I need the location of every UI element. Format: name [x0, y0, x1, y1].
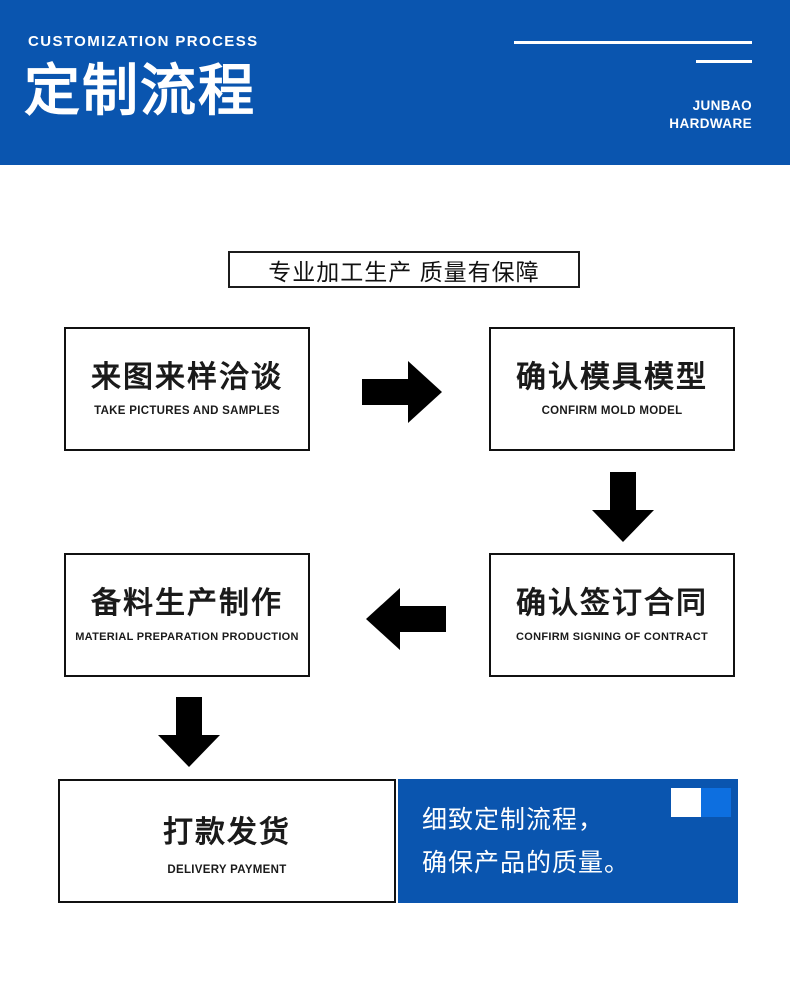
quality-banner-text: 专业加工生产 质量有保障 — [268, 258, 540, 285]
flow-step-3-subtitle: CONFIRM SIGNING OF CONTRACT — [515, 631, 709, 643]
flow-step-1-subtitle: TAKE PICTURES AND SAMPLES — [94, 405, 280, 417]
flow-step-3: 确认签订合同 CONFIRM SIGNING OF CONTRACT — [489, 553, 735, 677]
quality-banner: 专业加工生产 质量有保障 — [228, 251, 580, 288]
callout-text: 细致定制流程， 确保产品的质量。 — [422, 806, 631, 877]
flow-step-2-subtitle: CONFIRM MOLD MODEL — [541, 405, 683, 417]
decoration-square-white — [671, 788, 701, 817]
flow-step-5: 打款发货 DELIVERY PAYMENT — [58, 779, 396, 903]
decoration-square-blue — [701, 788, 731, 817]
flow-step-1: 来图来样洽谈 TAKE PICTURES AND SAMPLES — [64, 327, 310, 451]
flow-step-4: 备料生产制作 MATERIAL PREPARATION PRODUCTION — [64, 553, 310, 677]
arrow-down-icon — [158, 697, 220, 767]
flow-step-2-title: 确认模具模型 — [516, 361, 708, 394]
header-eyebrow: CUSTOMIZATION PROCESS — [28, 33, 259, 50]
flow-step-5-subtitle: DELIVERY PAYMENT — [167, 863, 287, 876]
arrow-left-icon — [366, 588, 446, 650]
flow-step-4-subtitle: MATERIAL PREPARATION PRODUCTION — [75, 631, 299, 643]
brand-name: JUNBAO HARDWARE — [669, 98, 752, 132]
header-rule-long — [514, 41, 752, 44]
flow-step-3-title: 确认签订合同 — [516, 587, 708, 620]
square-decoration-icon — [671, 788, 731, 817]
flow-step-2: 确认模具模型 CONFIRM MOLD MODEL — [489, 327, 735, 451]
page-title: 定制流程 — [24, 59, 256, 122]
page-header: CUSTOMIZATION PROCESS 定制流程 JUNBAO HARDWA… — [0, 0, 790, 165]
header-rule-short — [696, 60, 752, 63]
flow-step-4-title: 备料生产制作 — [91, 587, 283, 620]
arrow-down-icon — [592, 472, 654, 542]
flow-step-5-title: 打款发货 — [163, 815, 291, 849]
callout-panel: 细致定制流程， 确保产品的质量。 — [398, 779, 738, 903]
arrow-right-icon — [362, 361, 442, 423]
flow-step-1-title: 来图来样洽谈 — [91, 361, 283, 394]
